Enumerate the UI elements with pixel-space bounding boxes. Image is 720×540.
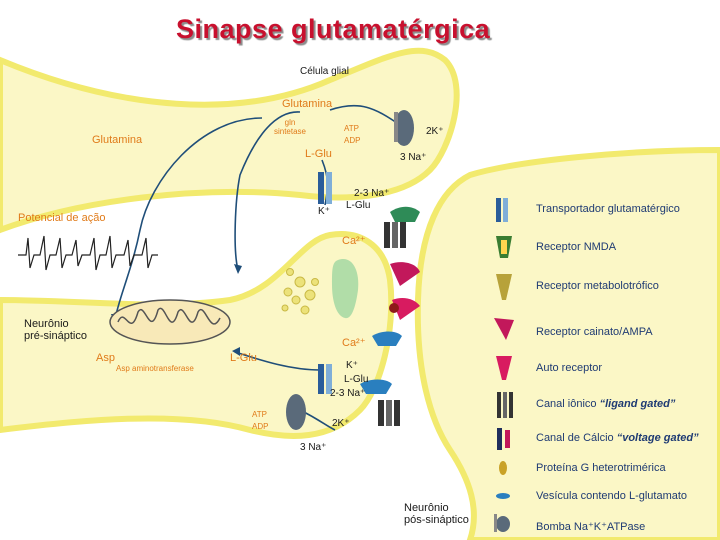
ca-lower-label: Ca²⁺: [342, 336, 366, 349]
glial-cell: [0, 51, 457, 230]
asp-aminotransferase-label: Asp aminotransferase: [116, 364, 194, 373]
legend-ion-channel-em: “ligand gated”: [600, 398, 676, 410]
asp-label: Asp: [96, 352, 115, 364]
presynaptic-label: Neurônio pré-sináptico: [24, 318, 87, 342]
legend-calcium-channel: Canal de Cálcio “voltage gated”: [536, 432, 699, 444]
legend-calcium-channel-main: Canal de Cálcio: [536, 432, 617, 444]
presynaptic-na-k-pump: [286, 394, 306, 430]
legend-ion-channel-main: Canal iônico: [536, 398, 600, 410]
mitochondrion: [110, 300, 230, 344]
atp-neuron-label: ATP: [252, 410, 267, 419]
adp-neuron-label: ADP: [252, 422, 268, 431]
na23-neuron-label: 2-3 Na⁺: [330, 388, 365, 399]
vesicle-icon: [496, 493, 510, 499]
legend-metabotropic: Receptor metabolotrófico: [536, 280, 659, 292]
diagram-title: Sinapse glutamatérgica: [176, 14, 490, 45]
legend-nmda: Receptor NMDA: [536, 241, 616, 253]
l-glu-neuron-label: L-Glu: [230, 352, 257, 364]
action-potential-label: Potencial de ação: [18, 212, 105, 224]
k-neuron-label: K⁺: [346, 360, 358, 371]
na3-glial-label: 3 Na⁺: [400, 152, 426, 163]
legend-transporter: Transportador glutamatérgico: [536, 203, 680, 215]
glutamine-glial-label: Glutamina: [282, 98, 332, 110]
adp-glial-label: ADP: [344, 136, 360, 145]
glial-na-k-pump: [394, 110, 414, 146]
na3-neuron-label: 3 Na⁺: [300, 442, 326, 453]
atp-glial-label: ATP: [344, 124, 359, 133]
legend-calcium-channel-em: “voltage gated”: [617, 432, 699, 444]
l-glu-transport-label: L-Glu: [346, 200, 370, 211]
legend-na-k-pump: Bomba Na⁺K⁺ATPase: [536, 520, 645, 533]
legend-kainate-ampa: Receptor cainato/AMPA: [536, 326, 653, 338]
g-protein-icon: [499, 461, 507, 475]
glutamine-left-label: Glutamina: [92, 134, 142, 146]
k-transport-label: K⁺: [318, 206, 330, 217]
legend-g-protein: Proteína G heterotrimérica: [536, 462, 666, 474]
ion-channel-icon: [497, 392, 513, 418]
k2-neuron-label: 2K⁺: [332, 418, 350, 429]
legend-vesicle: Vesícula contendo L-glutamato: [536, 490, 687, 502]
l-glu-neuron2-label: L-Glu: [344, 374, 368, 385]
k2-glial-label: 2K⁺: [426, 126, 444, 137]
gln-synthetase-label: gln sintetase: [270, 118, 310, 136]
na23-glial-label: 2-3 Na⁺: [354, 188, 389, 199]
glial-cell-label: Célula glial: [300, 66, 349, 77]
legend-ion-channel: Canal iônico “ligand gated”: [536, 398, 675, 410]
l-glu-glial-label: L-Glu: [305, 148, 332, 160]
legend-autoreceptor: Auto receptor: [536, 362, 602, 374]
postsynaptic-label: Neurônio pós-sináptico: [404, 502, 469, 526]
ca-upper-label: Ca²⁺: [342, 234, 366, 247]
